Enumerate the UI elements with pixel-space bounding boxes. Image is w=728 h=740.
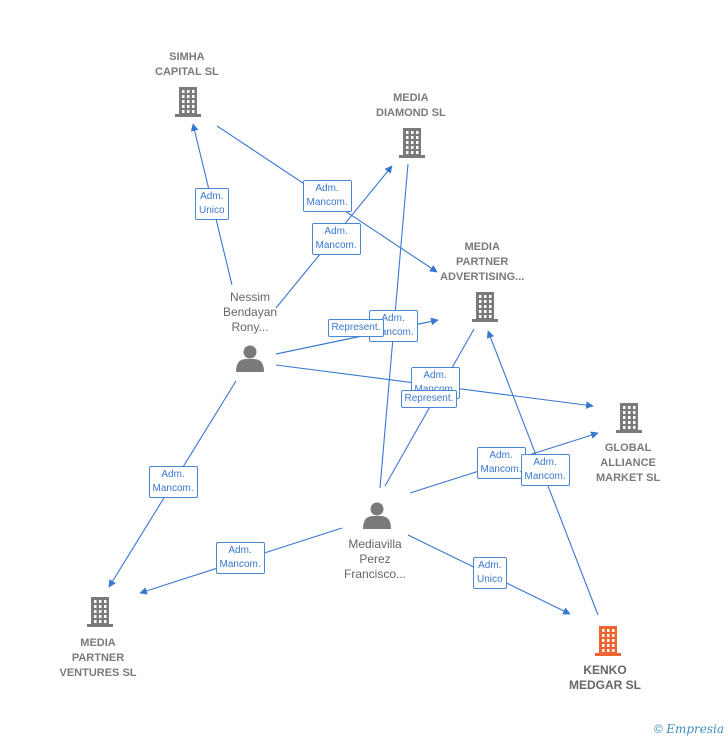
node-label-line: KENKO <box>583 663 627 677</box>
edge-label-line: Adm. <box>423 370 447 381</box>
building-icon[interactable] <box>472 292 498 322</box>
edge-label-line: Mancom. <box>306 197 348 208</box>
edge-label-line: Mancom. <box>372 327 414 338</box>
node-label-line: MEDIA <box>393 92 429 104</box>
edge-label[interactable]: Adm. Mancom. <box>476 447 526 479</box>
copyright: © Empresia <box>654 722 724 736</box>
node-label-line: ALLIANCE <box>600 457 656 469</box>
node-label-line: PARTNER <box>71 652 125 664</box>
copyright-symbol: © <box>654 722 663 736</box>
building-icon[interactable] <box>175 87 201 117</box>
edge-label[interactable]: Adm. Unico <box>473 557 507 589</box>
node-label-line: MEDIA <box>464 241 500 253</box>
node-label-line: Rony... <box>231 320 269 334</box>
node-label[interactable]: SIMHA CAPITAL SL <box>155 50 219 80</box>
node-label[interactable]: MEDIA PARTNER ADVERTISING... <box>440 240 524 285</box>
node-label-line: VENTURES SL <box>59 667 137 679</box>
edge-label-line: Represent. <box>404 393 454 404</box>
node-label[interactable]: MEDIA PARTNER VENTURES SL <box>60 636 137 681</box>
edge-label-line: Mancom. <box>524 471 566 482</box>
edge-label-line: Represent. <box>331 322 381 333</box>
edge-label-line: Unico <box>199 205 225 216</box>
node-label-line: ADVERTISING... <box>440 271 525 283</box>
node-label-line: GLOBAL <box>604 442 652 454</box>
edge-label[interactable]: Represent. <box>327 319 385 337</box>
brand-logo-text: Empresia <box>666 722 724 736</box>
edge-label[interactable]: Adm. Mancom. <box>302 180 352 212</box>
person-icon[interactable] <box>363 502 391 530</box>
node-label-line: Nessim <box>230 290 271 304</box>
node-label-line: Bendayan <box>223 305 278 319</box>
building-icon[interactable] <box>399 128 425 158</box>
edge-label-line: Adm. <box>161 469 185 480</box>
edge-label-line: Adm. <box>324 226 348 237</box>
node-label-line: CAPITAL SL <box>155 66 219 78</box>
node-label-line: MEDIA <box>80 637 116 649</box>
edge-label-line: Mancom. <box>152 483 194 494</box>
building-icon[interactable] <box>595 626 621 656</box>
node-label[interactable]: GLOBAL ALLIANCE MARKET SL <box>596 441 660 486</box>
edge-label-line: Adm. <box>200 191 224 202</box>
edge-label[interactable]: Adm. Mancom. <box>520 454 570 486</box>
node-label-line: SIMHA <box>169 51 205 63</box>
edge-label-line: Mancom. <box>315 240 357 251</box>
node-icons <box>87 87 642 656</box>
node-label-line: DIAMOND SL <box>376 107 446 119</box>
edge-label[interactable]: Adm. Mancom. <box>215 542 265 574</box>
node-label-line: MEDGAR SL <box>569 678 641 692</box>
edge-label-line: Unico <box>477 574 503 585</box>
edge-label[interactable]: Adm. Unico <box>195 188 229 220</box>
node-label-line: Mediavilla <box>348 537 402 551</box>
node-label[interactable]: MEDIA DIAMOND SL <box>376 91 446 121</box>
person-icon[interactable] <box>236 345 264 373</box>
node-label-line: MARKET SL <box>596 472 661 484</box>
edge-label-line: Adm. <box>478 560 502 571</box>
node-label-line: Francisco... <box>344 567 407 581</box>
edge-label[interactable]: Adm. Mancom. <box>311 223 361 255</box>
edge-label-line: Mancom. <box>415 383 456 397</box>
edge-label-line: Mancom. <box>219 559 261 570</box>
edge-label-line: Adm. <box>533 457 557 468</box>
edge-label-line: Mancom. <box>480 464 522 475</box>
edge-label-line: Adm. <box>381 313 405 324</box>
node-label-line: PARTNER <box>455 256 509 268</box>
node-label-line: Perez <box>359 552 391 566</box>
building-icon[interactable] <box>616 403 642 433</box>
edge-label-line: Adm. <box>489 450 513 461</box>
edge-label[interactable]: Adm. Mancom. <box>148 466 198 498</box>
building-icon[interactable] <box>87 597 113 627</box>
edge-label-line: Adm. <box>228 545 252 556</box>
edge-label[interactable]: Represent. <box>400 390 458 408</box>
edge-label-line: Adm. <box>315 183 339 194</box>
